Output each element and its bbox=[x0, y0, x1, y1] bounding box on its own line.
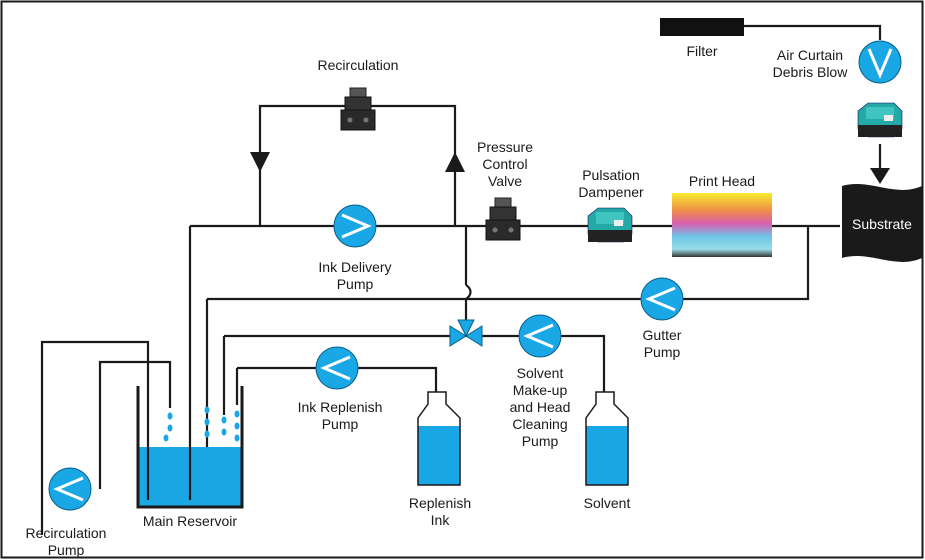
pulsation-dampener-label-1: Pulsation bbox=[582, 167, 640, 183]
ink-replenish-pump-label-2: Pump bbox=[322, 416, 359, 432]
solvent-pump-label-3: and Head bbox=[510, 399, 571, 415]
air-curtain-label-1: Air Curtain bbox=[777, 47, 843, 63]
flow-arrow-up-icon bbox=[445, 152, 465, 172]
main-reservoir bbox=[136, 386, 244, 509]
air-curtain-label-2: Debris Blow bbox=[773, 64, 849, 80]
gutter-pump-icon bbox=[639, 276, 685, 322]
print-head bbox=[672, 193, 772, 257]
solvent-pump-icon bbox=[517, 313, 563, 359]
pressure-control-valve-label-1: Pressure bbox=[477, 139, 533, 155]
pulsation-dampener-icon bbox=[587, 207, 633, 243]
print-head-label: Print Head bbox=[689, 173, 755, 189]
three-way-valve-icon bbox=[449, 319, 483, 347]
substrate bbox=[842, 184, 922, 262]
recirculation-pump-icon bbox=[47, 466, 93, 512]
ink-delivery-pump-label-2: Pump bbox=[337, 276, 374, 292]
replenish-ink-label-2: Ink bbox=[431, 512, 451, 528]
pressure-control-valve-label-3: Valve bbox=[488, 173, 522, 189]
ink-replenish-pump-label-1: Ink Replenish bbox=[298, 399, 383, 415]
substrate-label: Substrate bbox=[852, 216, 912, 232]
recirculation-pump-label-2: Pump bbox=[48, 542, 85, 558]
filter-label: Filter bbox=[686, 43, 717, 59]
replenish-ink-label-1: Replenish bbox=[409, 495, 471, 511]
pressure-control-valve-label-2: Control bbox=[482, 156, 527, 172]
solvent-pump-label-2: Make-up bbox=[513, 382, 568, 398]
recirculation-pump-label-1: Recirculation bbox=[26, 525, 107, 541]
ink-delivery-pump-icon bbox=[332, 203, 378, 249]
flow-arrow-down-icon bbox=[250, 152, 270, 172]
solvent-pump-label-4: Cleaning bbox=[512, 416, 567, 432]
air-curtain-pump-icon bbox=[857, 39, 903, 85]
recirculation-label: Recirculation bbox=[318, 57, 399, 73]
recirculation-valve-icon bbox=[340, 87, 376, 131]
replenish-ink-bottle bbox=[417, 391, 461, 486]
flow-arrow-down-icon bbox=[870, 168, 890, 184]
pressure-valve-icon bbox=[485, 197, 521, 241]
solvent-label: Solvent bbox=[584, 495, 631, 511]
solvent-pump-label-1: Solvent bbox=[517, 365, 564, 381]
solvent-bottle bbox=[585, 391, 629, 486]
pulsation-dampener-label-2: Dampener bbox=[578, 184, 644, 200]
gutter-pump-label-2: Pump bbox=[644, 344, 681, 360]
drip-icons bbox=[163, 406, 240, 442]
air-curtain-dampener-icon bbox=[857, 102, 903, 138]
filter bbox=[660, 18, 744, 36]
solvent-pump-label-5: Pump bbox=[522, 433, 559, 449]
gutter-pump-label-1: Gutter bbox=[643, 327, 682, 343]
ink-delivery-pump-label-1: Ink Delivery bbox=[318, 259, 391, 275]
main-reservoir-label: Main Reservoir bbox=[143, 513, 237, 529]
ink-replenish-pump-icon bbox=[314, 345, 360, 391]
